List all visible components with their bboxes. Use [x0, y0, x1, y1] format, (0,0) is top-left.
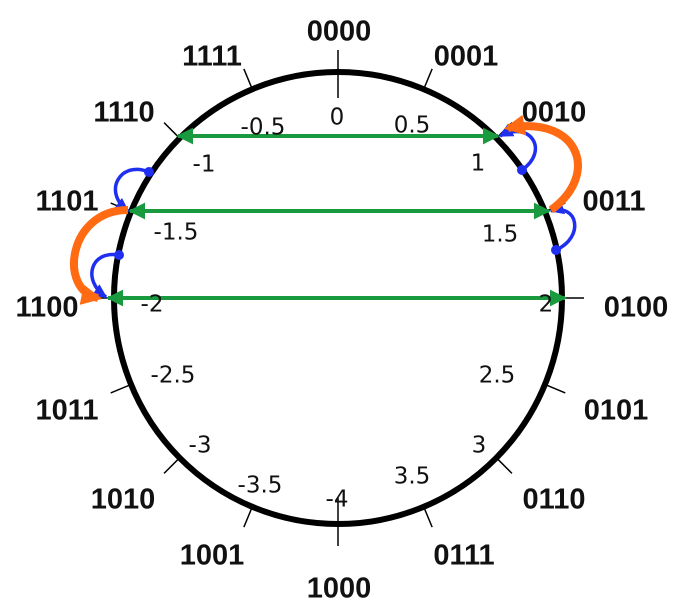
blue-curved-arrows	[90, 123, 577, 299]
value-label-0001: 0.5	[394, 113, 431, 139]
value-label-1111: -0.5	[241, 115, 286, 141]
value-label-0000: 0	[330, 105, 345, 131]
code-label-0110: 0110	[523, 484, 586, 516]
code-label-1001: 1001	[180, 540, 245, 572]
code-label-0101: 0101	[584, 395, 649, 427]
code-label-1101: 1101	[36, 186, 99, 218]
code-label-0011: 0011	[583, 186, 646, 218]
value-label-1001: -3.5	[238, 473, 283, 499]
value-label-0100: 2	[539, 292, 554, 318]
tick-0111	[423, 506, 433, 528]
code-label-1010: 1010	[91, 484, 156, 516]
value-label-0101: 2.5	[479, 363, 516, 389]
tick-1110	[163, 122, 181, 139]
code-label-0001: 0001	[434, 41, 499, 73]
value-label-1000: -4	[326, 487, 349, 513]
tick-1010	[163, 457, 181, 474]
value-label-0111: 3.5	[394, 464, 431, 490]
orange-curved-arrows	[70, 114, 582, 305]
tick-1011	[110, 383, 132, 394]
code-label-0000: 0000	[307, 16, 372, 48]
code-label-1011: 1011	[36, 395, 99, 427]
code-label-1110: 1110	[93, 97, 154, 129]
value-label-0010: 1	[471, 151, 486, 177]
code-label-0010: 0010	[522, 97, 587, 129]
code-label-1111: 1111	[182, 41, 242, 73]
tick-0101	[544, 383, 566, 394]
value-label-0110: 3	[472, 433, 487, 459]
tick-1001	[243, 506, 253, 528]
code-label-1000: 1000	[307, 573, 372, 605]
value-label-0011: 1.5	[482, 222, 519, 248]
tick-1111	[243, 68, 253, 90]
code-label-0100: 0100	[604, 292, 669, 324]
tick-0001	[423, 68, 433, 90]
tick-0110	[495, 457, 513, 474]
value-label-1110: -1	[193, 152, 216, 178]
value-label-1100: -2	[141, 292, 164, 318]
value-label-1010: -3	[189, 433, 212, 459]
code-label-1100: 1100	[16, 292, 79, 324]
code-label-0111: 0111	[433, 540, 494, 572]
value-label-1011: -2.5	[151, 363, 196, 389]
value-label-1101: -1.5	[154, 220, 199, 246]
